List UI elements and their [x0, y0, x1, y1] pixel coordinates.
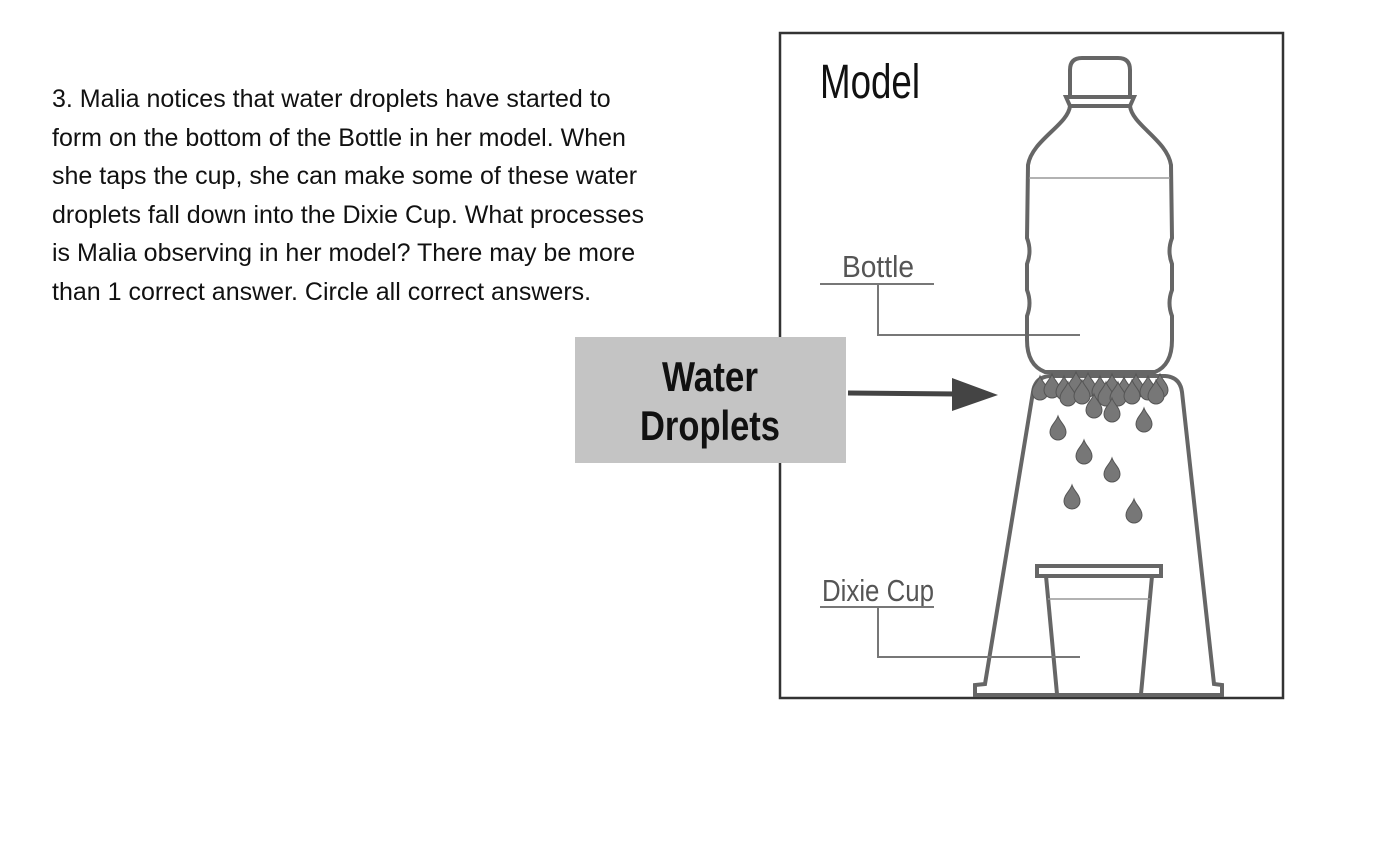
water-droplet-icon	[1147, 378, 1165, 405]
question-line: droplets fall down into the Dixie Cup. W…	[52, 200, 644, 229]
bottle-label: Bottle	[842, 249, 914, 284]
dixie-cup-label: Dixie Cup	[822, 573, 934, 608]
water-droplet-icon	[1103, 396, 1121, 423]
water-droplet-icon	[1075, 438, 1093, 465]
water-droplet-icon	[1073, 378, 1091, 405]
water-droplets-group	[1031, 370, 1169, 524]
water-droplet-icon	[1063, 483, 1081, 510]
arrow-right-icon	[847, 378, 998, 411]
callout-line-water: Water	[662, 353, 758, 400]
water-droplet-icon	[1103, 456, 1121, 483]
question-line: is Malia observing in her model? There m…	[52, 239, 636, 267]
water-droplet-icon	[1109, 380, 1127, 407]
question-text: 3. Malia notices that water droplets hav…	[52, 80, 732, 311]
model-title: Model	[820, 56, 920, 109]
question-line: she taps the cup, she can make some of t…	[52, 162, 638, 190]
question-line: form on the bottom of the Bottle in her …	[52, 123, 626, 152]
question-line: than 1 correct answer. Circle all correc…	[52, 277, 592, 306]
callout-line-droplets: Droplets	[640, 402, 780, 449]
water-droplet-icon	[1059, 380, 1077, 407]
bottle-leader-line	[877, 284, 1080, 336]
water-droplet-icon	[1125, 497, 1143, 524]
water-droplet-icon	[1135, 406, 1153, 433]
dixie-cup-leader-line	[877, 607, 1080, 658]
bottle-icon	[1024, 56, 1175, 374]
question-line: 3. Malia notices that water droplets hav…	[52, 85, 611, 113]
dixie-cup-icon	[1035, 564, 1163, 695]
water-droplet-icon	[1049, 414, 1067, 441]
model-frame	[778, 31, 1285, 700]
water-droplet-icon	[1123, 378, 1141, 405]
callout-box	[575, 337, 846, 463]
